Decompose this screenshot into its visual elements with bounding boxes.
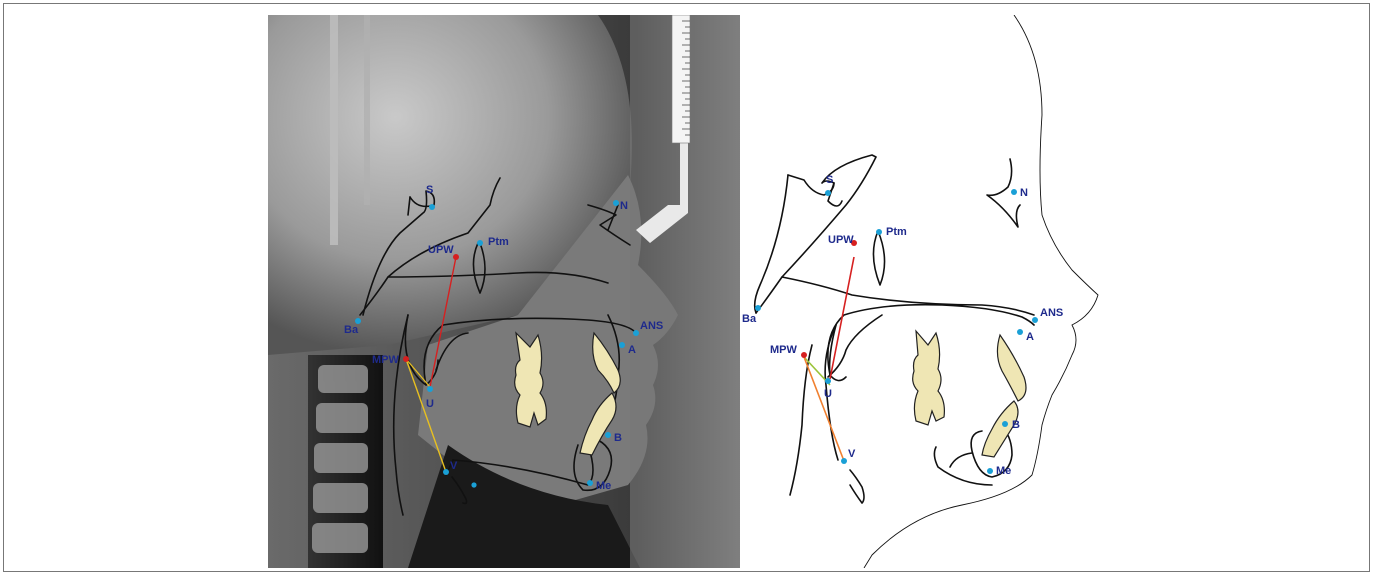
svg-text:N: N (620, 200, 628, 212)
tracing-landmark-U: U (824, 378, 832, 400)
ruler (672, 15, 690, 143)
svg-text:Ptm: Ptm (886, 226, 907, 238)
svg-text:N: N (1020, 187, 1028, 199)
svg-text:MPW: MPW (770, 344, 798, 356)
svg-text:Ba: Ba (344, 324, 359, 336)
svg-text:MPW: MPW (372, 354, 400, 366)
tracing-landmark-UPW: UPW (828, 234, 857, 246)
svg-text:UPW: UPW (428, 244, 454, 256)
svg-text:U: U (426, 398, 434, 410)
svg-text:A: A (1026, 331, 1034, 343)
svg-text:S: S (426, 184, 433, 196)
svg-text:Ptm: Ptm (488, 236, 509, 248)
svg-text:A: A (628, 344, 636, 356)
svg-text:Me: Me (996, 465, 1011, 477)
svg-text:B: B (614, 432, 622, 444)
cephalometric-tracing: S N Ptm UPW Ba ANS A MPW U B V Me (742, 15, 1102, 568)
svg-text:S: S (826, 174, 833, 186)
svg-text:UPW: UPW (828, 234, 854, 246)
svg-text:Ba: Ba (742, 313, 757, 325)
svg-text:ANS: ANS (640, 320, 663, 332)
svg-text:V: V (848, 448, 856, 460)
svg-text:V: V (450, 460, 458, 472)
svg-text:ANS: ANS (1040, 307, 1063, 319)
cephalometric-radiograph: S N Ptm UPW Ba ANS A MPW U B V Me (268, 15, 740, 568)
svg-text:Me: Me (596, 480, 611, 492)
svg-text:B: B (1012, 419, 1020, 431)
landmark-U: U (426, 386, 434, 410)
svg-text:U: U (824, 388, 832, 400)
